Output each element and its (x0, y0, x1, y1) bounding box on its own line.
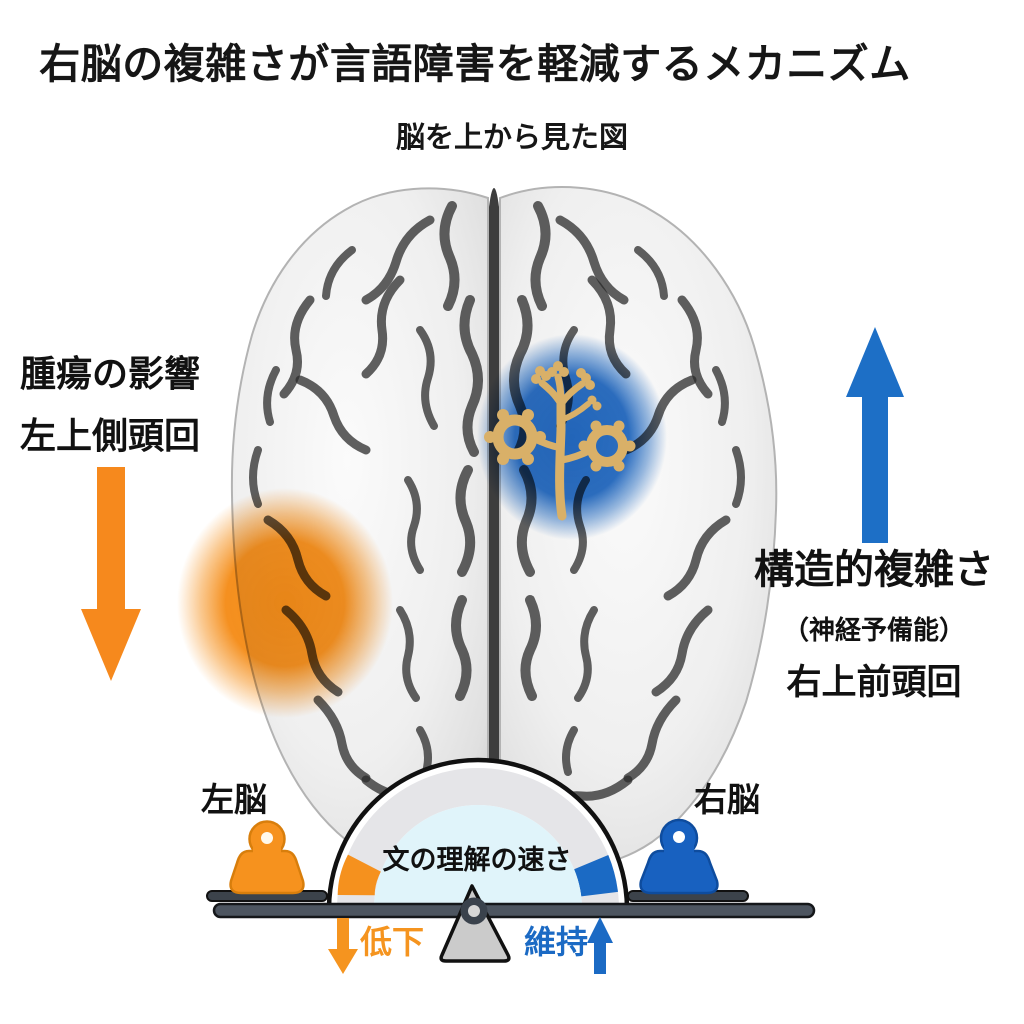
weight-hole (261, 832, 273, 844)
right-brain-label: 右脳 (694, 781, 760, 818)
gauge-blue-segment (574, 855, 618, 897)
page-title: 右脳の複雑さが言語障害を軽減するメカニズム (39, 41, 911, 87)
gauge-inner-face (374, 805, 582, 909)
big-up-arrow-blue (846, 327, 904, 543)
decline-label: 低下 (360, 924, 425, 960)
dendrite-rosette-left (484, 409, 546, 465)
dendrite-neuron-icon (484, 361, 636, 521)
tumor-effect-label: 腫瘍の影響 (20, 353, 201, 394)
subtitle: 脳を上から見た図 (395, 122, 628, 154)
pivot-inner (468, 905, 480, 917)
sentence-comprehension-speed-label: 文の理解の速さ (382, 845, 572, 875)
balance-fulcrum-triangle (439, 884, 511, 963)
brain-top-view-illustration (177, 186, 778, 870)
left-brain-label: 左脳 (201, 781, 267, 818)
neural-reserve-label: （神経予備能） (782, 615, 965, 645)
gauge-gray-band (337, 768, 619, 909)
tumor-highlight-left-temporal (177, 488, 393, 718)
maintain-label: 維持 (524, 924, 589, 960)
small-down-arrow-orange (328, 918, 358, 974)
big-down-arrow-orange (81, 467, 141, 681)
complexity-highlight-right-frontal (477, 334, 667, 540)
comprehension-gauge (326, 757, 630, 912)
weight-hole (673, 831, 685, 843)
right-superior-frontal-gyrus-label: 右上前頭回 (786, 663, 962, 702)
kettlebell-weight-orange (229, 820, 305, 895)
balance-beam (212, 902, 816, 919)
small-up-arrow-blue (587, 917, 613, 974)
left-superior-temporal-gyrus-label: 左上側頭回 (20, 415, 201, 456)
structural-complexity-label: 構造的複雑さ (754, 548, 994, 592)
kettlebell-weight-blue (639, 818, 719, 895)
gauge-orange-segment (337, 854, 382, 896)
dendrite-rosette-right (578, 420, 636, 472)
